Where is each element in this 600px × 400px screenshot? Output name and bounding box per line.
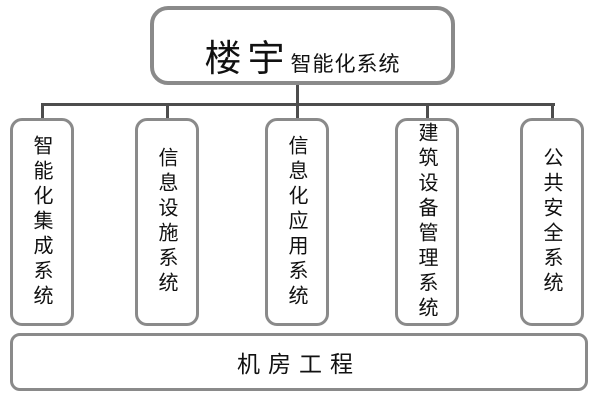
root-node: 楼宇 智能化系统 xyxy=(150,6,455,85)
connector-branch-stub-1 xyxy=(41,103,44,118)
connector-branch-stub-2 xyxy=(166,103,169,118)
branch-label: 智能化集成系统 xyxy=(30,134,54,310)
connector-branch-stub-4 xyxy=(426,103,429,118)
branch-label: 建筑设备管理系统 xyxy=(415,122,439,322)
connector-root-stem xyxy=(296,85,299,106)
bottom-node-machine-room-engineering: 机房工程 xyxy=(10,333,588,391)
branch-label: 信息化应用系统 xyxy=(285,134,309,310)
branch-node-building-equipment-management: 建筑设备管理系统 xyxy=(395,118,459,326)
root-title-suffix: 智能化系统 xyxy=(290,52,401,76)
branch-node-information-application: 信息化应用系统 xyxy=(265,118,329,326)
bottom-label: 机房工程 xyxy=(237,352,361,378)
branch-node-public-safety: 公共安全系统 xyxy=(520,118,584,326)
connector-branch-stub-3 xyxy=(296,103,299,118)
branch-label: 信息设施系统 xyxy=(155,147,179,297)
root-title-main: 楼宇 xyxy=(204,37,291,80)
branch-node-intelligent-integration: 智能化集成系统 xyxy=(10,118,74,326)
connector-branch-stub-5 xyxy=(551,103,554,118)
branch-label: 公共安全系统 xyxy=(540,147,564,297)
branch-node-information-facility: 信息设施系统 xyxy=(135,118,199,326)
